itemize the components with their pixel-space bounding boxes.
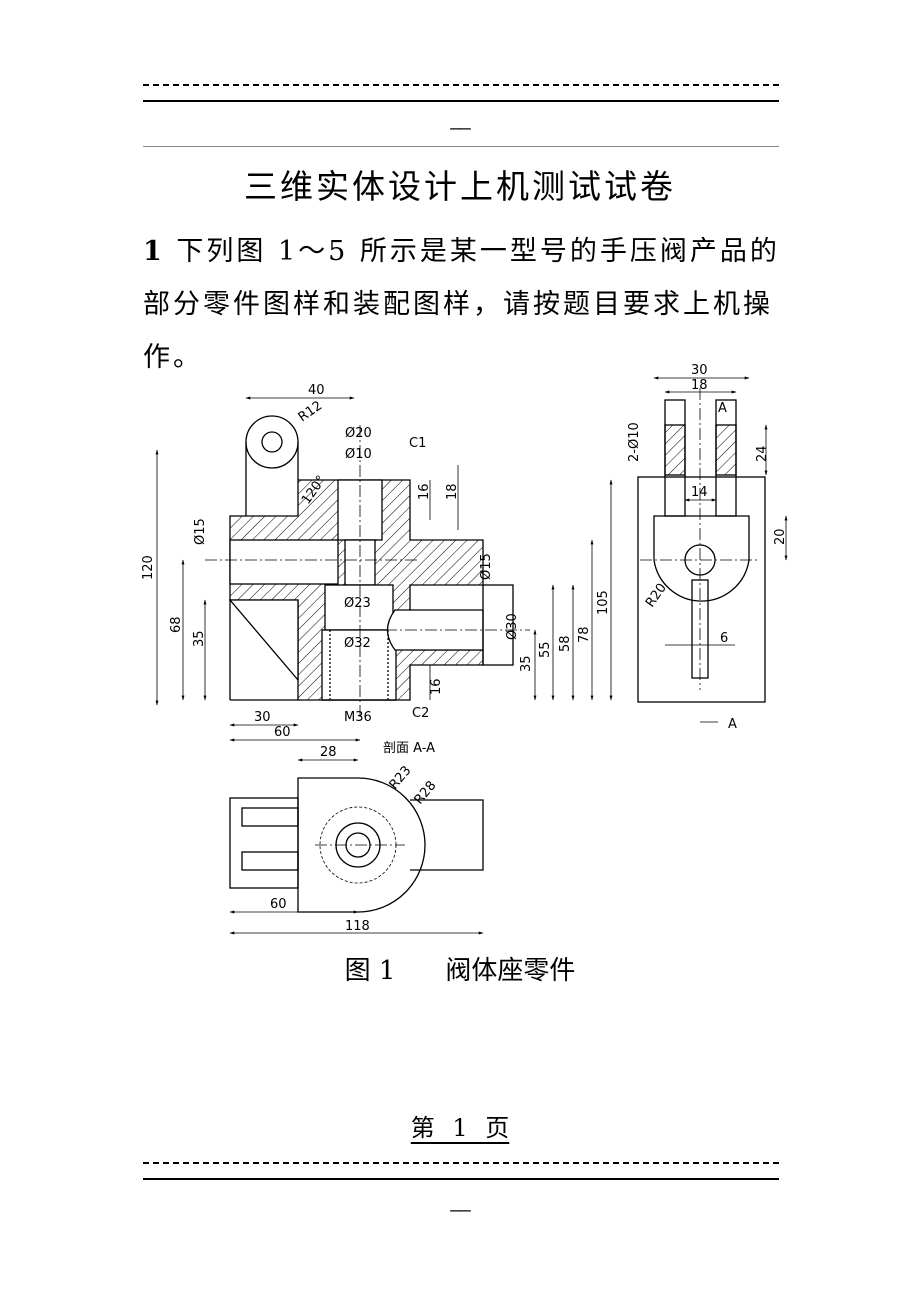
dim-top-3: 60 bbox=[270, 897, 287, 912]
dim-front-1: R12 bbox=[296, 398, 326, 425]
dim-front-18: 58 bbox=[558, 635, 573, 652]
technical-drawing: 40 R12 Ø20 Ø10 C1 120° 16 18 Ø15 120 68 … bbox=[141, 363, 788, 935]
front-section-view bbox=[205, 415, 530, 720]
footer-rule bbox=[143, 1178, 779, 1180]
page-number-text: 第 1 页 bbox=[410, 1114, 510, 1142]
view-marker-top: A bbox=[718, 401, 727, 416]
question-number: 1 bbox=[143, 236, 165, 267]
dim-front-25: M36 bbox=[344, 710, 372, 725]
dim-side-1: 18 bbox=[691, 378, 708, 393]
dim-front-19: 78 bbox=[577, 626, 592, 643]
view-marker-bottom: A bbox=[728, 717, 737, 732]
top-dim-labels: 28 R23 R28 60 118 bbox=[270, 745, 440, 934]
dim-side-4: 14 bbox=[691, 485, 708, 500]
dim-front-4: C1 bbox=[409, 436, 426, 451]
dim-side-3: 24 bbox=[755, 445, 770, 462]
dim-top-0: 28 bbox=[320, 745, 337, 760]
dim-side-7: 6 bbox=[720, 631, 728, 646]
header-thin-rule bbox=[143, 146, 779, 147]
dim-front-10: 68 bbox=[169, 616, 184, 633]
top-dimensions bbox=[229, 758, 484, 935]
dim-front-17: 55 bbox=[538, 641, 553, 658]
header-rule bbox=[143, 100, 779, 102]
top-view bbox=[229, 777, 484, 913]
dim-top-2: R28 bbox=[412, 778, 440, 807]
page-number: 第 1 页 bbox=[0, 1108, 920, 1143]
dim-front-2: Ø20 bbox=[345, 426, 372, 441]
figure-caption: 图 1 阀体座零件 bbox=[0, 950, 920, 987]
dim-front-16: 35 bbox=[519, 655, 534, 672]
footer-mark: —— bbox=[450, 1200, 471, 1221]
dim-front-8: Ø15 bbox=[193, 518, 208, 545]
question-text: 1 下列图 1～5 所示是某一型号的手压阀产品的部分零件图样和装配图样，请按题目… bbox=[143, 225, 783, 384]
dim-top-1: R23 bbox=[387, 763, 415, 792]
section-label: 剖面 A-A bbox=[383, 741, 435, 756]
dim-front-15: Ø30 bbox=[505, 613, 520, 640]
dim-front-22: C2 bbox=[412, 706, 429, 721]
side-dimensions bbox=[653, 376, 788, 723]
dim-front-0: 40 bbox=[308, 383, 325, 398]
header-dash-rule bbox=[143, 84, 779, 86]
dim-front-24: 60 bbox=[274, 725, 291, 740]
dim-front-7: 18 bbox=[445, 483, 460, 500]
dim-front-13: Ø32 bbox=[344, 636, 371, 651]
dim-side-5: 20 bbox=[773, 528, 788, 545]
dim-front-9: 120 bbox=[141, 555, 156, 580]
dim-side-0: 30 bbox=[691, 363, 708, 378]
figure-number: 图 1 bbox=[344, 956, 396, 986]
page-title: 三维实体设计上机测试试卷 bbox=[244, 167, 676, 206]
dim-front-23: 30 bbox=[254, 710, 271, 725]
figure-name: 阀体座零件 bbox=[445, 956, 576, 986]
dim-front-6: 16 bbox=[417, 483, 432, 500]
dim-front-12: Ø23 bbox=[344, 596, 371, 611]
dim-side-2: 2-Ø10 bbox=[627, 422, 642, 462]
header-mark: —— bbox=[450, 118, 471, 139]
dim-top-4: 118 bbox=[345, 919, 370, 934]
dim-front-11: 35 bbox=[192, 630, 207, 647]
side-view bbox=[637, 388, 766, 703]
dim-front-14: Ø15 bbox=[479, 553, 494, 580]
question-body: 下列图 1～5 所示是某一型号的手压阀产品的部分零件图样和装配图样，请按题目要求… bbox=[143, 236, 780, 373]
front-dimensions bbox=[155, 396, 613, 742]
dim-front-20: 105 bbox=[596, 590, 611, 615]
dim-front-3: Ø10 bbox=[345, 447, 372, 462]
dim-front-21: 16 bbox=[429, 678, 444, 695]
footer-dash-rule bbox=[143, 1162, 779, 1164]
